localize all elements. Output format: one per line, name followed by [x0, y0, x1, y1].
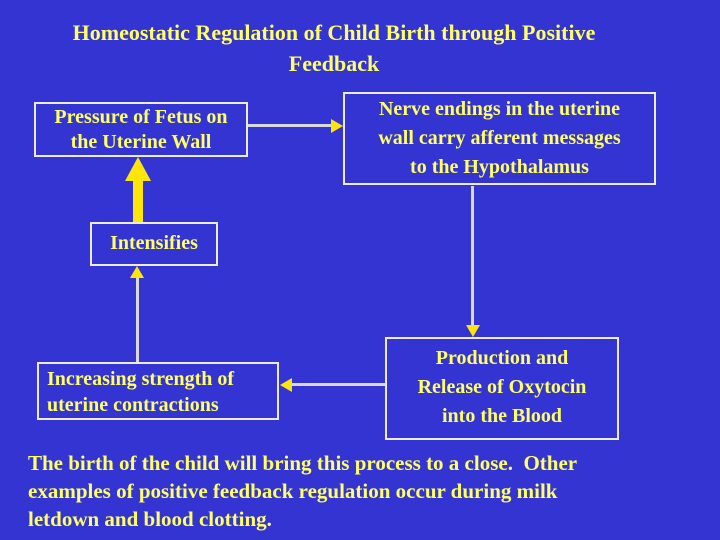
- box-text-line: Increasing strength of: [47, 368, 235, 390]
- box-pressure-of-fetus: Pressure of Fetus on the Uterine Wall: [34, 102, 248, 157]
- title-line-1: Homeostatic Regulation of Child Birth th…: [72, 20, 596, 45]
- footer-text: The birth of the child will bring this p…: [28, 449, 698, 533]
- box-increasing-strength: Increasing strength of uterine contracti…: [37, 362, 279, 420]
- arrow-oxytocin-to-contractions-line: [292, 383, 385, 386]
- thick-arrow-up-icon: [125, 157, 151, 181]
- box-text-line: to the Hypothalamus: [410, 156, 589, 178]
- title-line-2: Feedback: [288, 51, 380, 76]
- box-nerve-endings: Nerve endings in the uterine wall carry …: [343, 92, 656, 185]
- box-text-line: Nerve endings in the uterine: [378, 98, 621, 120]
- box-text-line: wall carry afferent messages: [378, 127, 621, 149]
- arrow-pressure-to-nerve-line: [248, 124, 332, 127]
- box-text-line: into the Blood: [441, 405, 563, 427]
- arrow-left-icon: [280, 378, 292, 392]
- footer-line-1: The birth of the child will bring this p…: [28, 451, 578, 475]
- slide-title: Homeostatic Regulation of Child Birth th…: [0, 17, 668, 79]
- box-text-line: uterine contractions: [47, 394, 219, 416]
- box-text-line: the Uterine Wall: [70, 131, 212, 153]
- box-intensifies: Intensifies: [90, 222, 218, 266]
- footer-line-3: letdown and blood clotting.: [28, 507, 272, 531]
- arrow-nerve-to-oxytocin-line: [471, 186, 474, 326]
- box-text-line: Production and: [435, 347, 569, 369]
- box-text-line: Release of Oxytocin: [417, 376, 587, 398]
- arrow-up-icon: [130, 266, 144, 278]
- arrow-contractions-to-intensifies-line: [136, 278, 139, 362]
- arrow-down-icon: [466, 325, 480, 337]
- box-text-line: Intensifies: [110, 232, 198, 254]
- box-text-line: Pressure of Fetus on: [54, 106, 228, 128]
- footer-line-2: examples of positive feedback regulation…: [28, 479, 558, 503]
- box-oxytocin-production: Production and Release of Oxytocin into …: [385, 337, 619, 440]
- arrow-right-icon: [331, 119, 343, 133]
- thick-arrow-intensifies-to-pressure-shaft: [133, 181, 143, 222]
